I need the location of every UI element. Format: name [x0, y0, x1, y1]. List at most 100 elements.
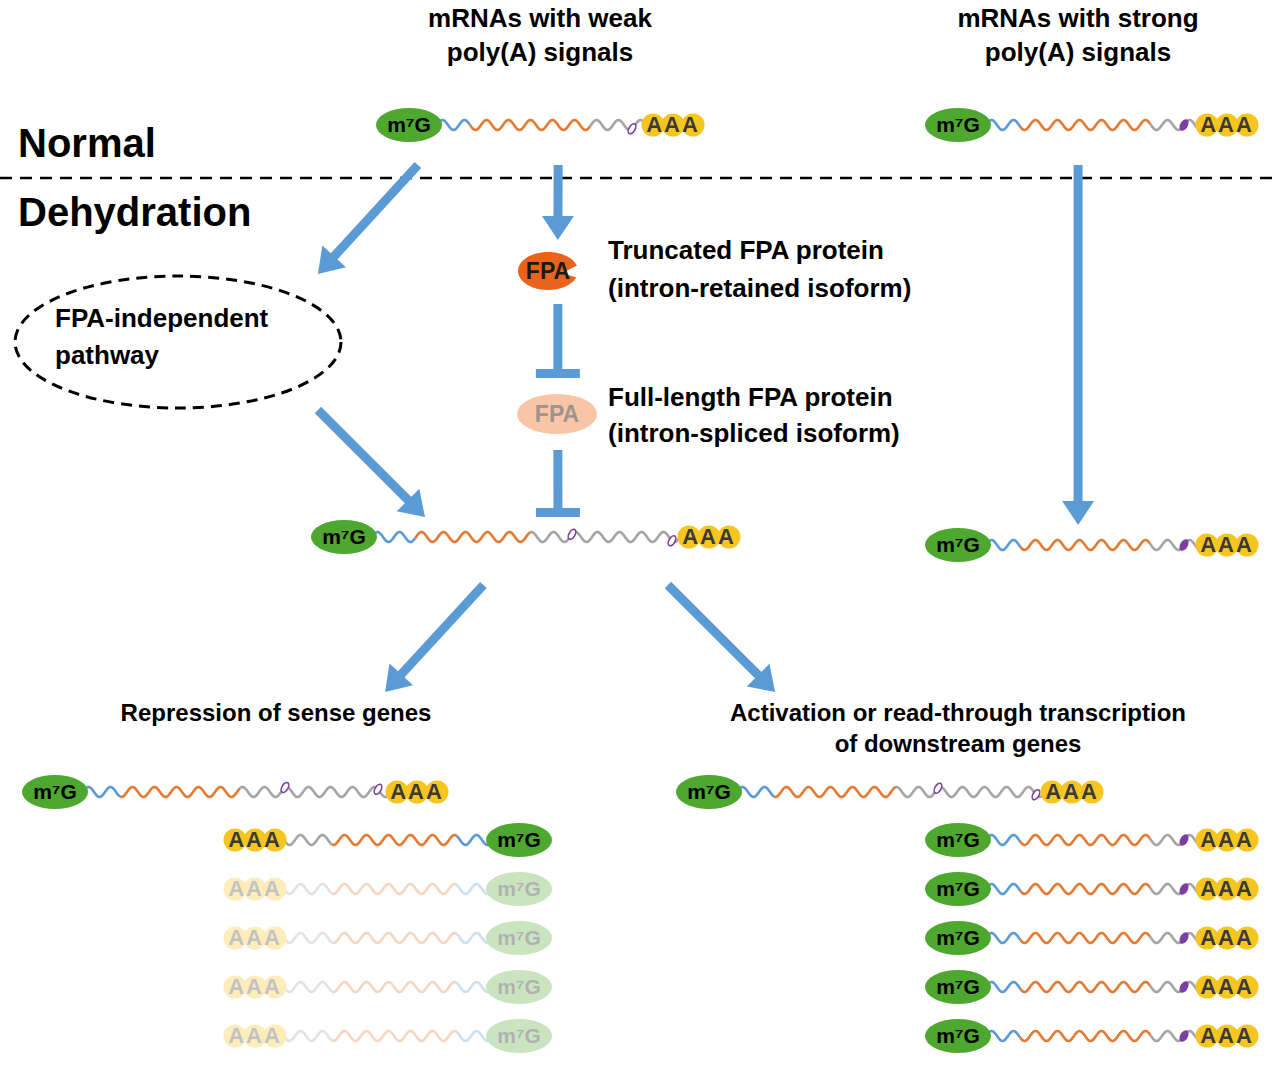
cap-label: m⁷G: [676, 775, 742, 809]
mrna-region: [896, 787, 1043, 797]
polya-label: AAA: [1039, 779, 1105, 805]
arrow-shaft: [1074, 165, 1083, 507]
polya-label: AAA: [1194, 876, 1260, 902]
protein-node: FPATruncated FPA protein (intron-retaine…: [516, 240, 966, 304]
mrna-region: [1150, 884, 1198, 894]
cap-label: m⁷G: [22, 775, 88, 809]
mrna-region: [332, 884, 457, 894]
polya-signal: [373, 783, 384, 796]
arrow-connector: [542, 165, 574, 240]
mrna-region: [332, 835, 457, 845]
outcome-group: Activation or read-through transcription…: [676, 692, 1266, 1062]
cap-label: m⁷G: [925, 872, 991, 906]
polya-signal: [1179, 119, 1190, 132]
polya-signal: [667, 535, 678, 548]
polya-signal: [1031, 788, 1042, 801]
polya-label: AAA: [1194, 925, 1260, 951]
polya-signal: [627, 123, 638, 136]
mrna-transcript: AAA m⁷G: [222, 1016, 552, 1056]
arrow-head: [747, 664, 775, 692]
mrna-region: [1020, 933, 1150, 943]
mrna-transcript: AAA m⁷G: [222, 918, 552, 958]
polya-signal: [1179, 932, 1190, 945]
mrna-region: [1150, 933, 1198, 943]
polya-label: AAA: [640, 112, 706, 138]
mrna-region: [284, 933, 332, 943]
polya-signal: [933, 782, 944, 795]
mrna-region: [1150, 540, 1198, 550]
protein-label: FPA: [517, 401, 597, 427]
protein-label: FPA: [518, 258, 578, 284]
mrna-region: [120, 787, 240, 797]
mrna-region: [1150, 1031, 1198, 1041]
cap-label: m⁷G: [925, 921, 991, 955]
polya-signal: [1179, 834, 1190, 847]
mrna-transcript: m⁷GAAA: [925, 105, 1260, 165]
divider-line: [0, 177, 1280, 180]
mrna-transcript: AAA m⁷G: [222, 967, 552, 1007]
mrna-region: [332, 1031, 457, 1041]
column-heading: mRNAs with strong poly(A) signals: [923, 1, 1233, 69]
mrna-transcript: m⁷G AAA: [925, 918, 1260, 958]
mrna-region: [1020, 1031, 1150, 1041]
polya-signal: [280, 781, 291, 794]
mrna-region: [332, 933, 457, 943]
arrow-head: [385, 664, 413, 692]
mrna-transcript: AAAm⁷G: [222, 820, 552, 860]
polya-label: AAA: [222, 876, 288, 902]
arrow-shaft: [397, 585, 483, 679]
arrow-connector: [318, 165, 418, 274]
polya-signal: [1179, 539, 1190, 552]
arrow-shaft: [330, 165, 418, 261]
polya-signal: [1179, 981, 1190, 994]
mrna-transcript: m⁷GAAA: [311, 517, 742, 585]
polya-label: AAA: [1194, 532, 1260, 558]
arrow-head: [318, 245, 346, 274]
outcome-group: Repression of sense genesm⁷GAAAAAAm⁷GAAA…: [20, 692, 560, 1062]
polya-label: AAA: [222, 925, 288, 951]
arrow-connector: [1062, 165, 1094, 525]
mrna-region: [1020, 835, 1150, 845]
mrna-region: [332, 982, 457, 992]
arrow-connector: [536, 450, 580, 517]
group-heading: Repression of sense genes: [6, 698, 546, 728]
cap-label: m⁷G: [486, 921, 552, 955]
polya-signal: [567, 528, 578, 541]
arrow-connector: [668, 585, 775, 692]
polya-label: AAA: [222, 974, 288, 1000]
mrna-region: [284, 884, 332, 894]
dashed-ellipse: [15, 276, 341, 408]
cap-label: m⁷G: [486, 872, 552, 906]
polya-label: AAA: [384, 779, 450, 805]
polya-label: AAA: [1194, 827, 1260, 853]
mrna-transcript: m⁷G AAA: [925, 1016, 1260, 1056]
mrna-region: [1020, 884, 1150, 894]
cap-label: m⁷G: [486, 970, 552, 1004]
inhibition-bar: [536, 508, 580, 517]
column-heading: mRNAs with weak poly(A) signals: [400, 1, 680, 69]
cap-label: m⁷G: [486, 1019, 552, 1053]
mrna-region: [284, 982, 332, 992]
cap-label: m⁷G: [925, 1019, 991, 1053]
mrna-region: [284, 1031, 332, 1041]
condition-label: Normal: [18, 120, 338, 166]
mrna-region: [240, 787, 388, 797]
arrow-shaft: [553, 450, 562, 517]
mrna-transcript: m⁷G AAA: [376, 105, 706, 165]
mrna-region: [530, 532, 680, 542]
pathway-label: FPA-independent pathway: [55, 300, 317, 374]
cap-label: m⁷G: [486, 823, 552, 857]
polya-label: AAA: [222, 1023, 288, 1049]
polya-signal: [1179, 1030, 1190, 1043]
cap-label: m⁷G: [925, 528, 991, 562]
arrow-shaft: [668, 585, 763, 679]
polya-label: AAA: [1194, 1023, 1260, 1049]
arrow-head: [542, 216, 574, 240]
mrna-transcript: m⁷GAAA: [925, 820, 1260, 860]
condition-label: Dehydration: [18, 189, 338, 235]
group-heading: Activation or read-through transcription…: [723, 697, 1193, 759]
cap-label: m⁷G: [376, 108, 442, 142]
arrow-shaft: [553, 304, 562, 378]
mrna-transcript: m⁷GAAA: [925, 967, 1260, 1007]
